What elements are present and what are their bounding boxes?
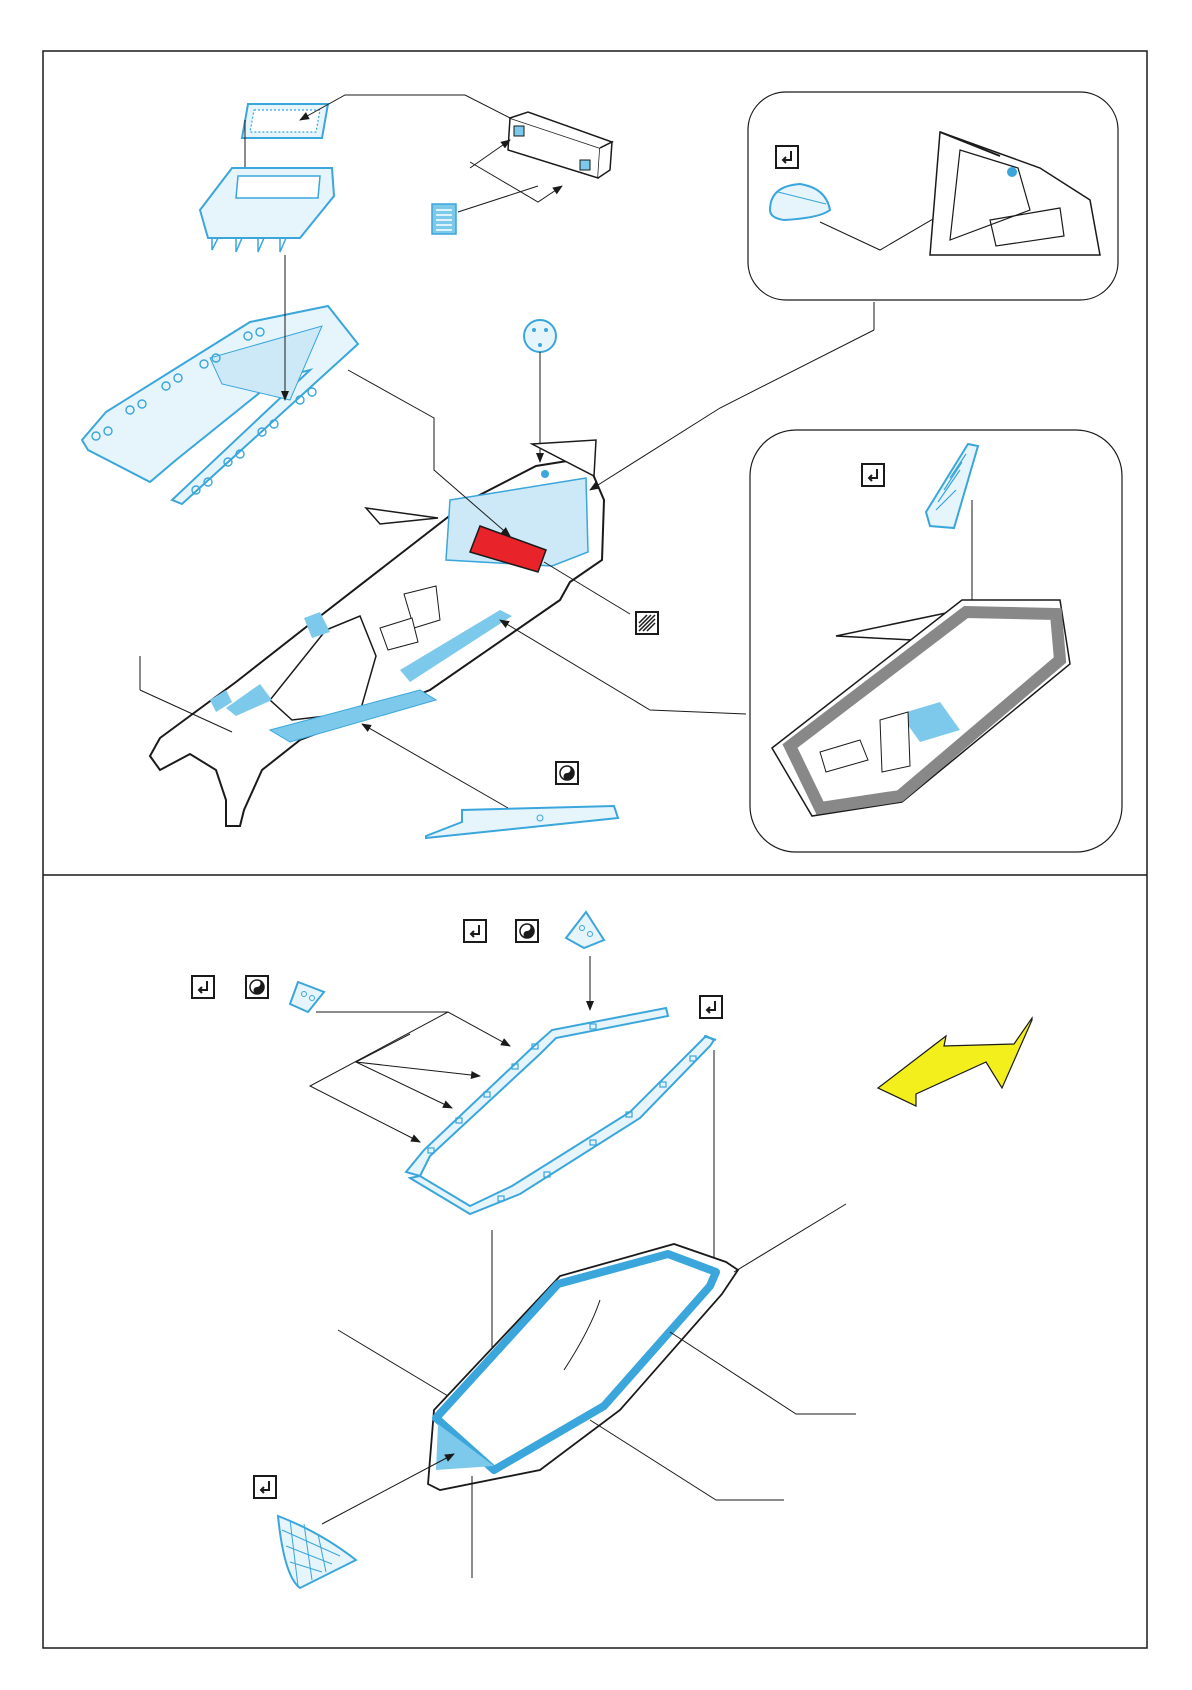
etched-floor-plate — [82, 306, 358, 504]
etched-bracket-part — [566, 912, 604, 948]
vent-grille-part — [432, 204, 456, 234]
leader-line — [322, 1454, 454, 1524]
canopy-sill — [428, 1244, 738, 1490]
bend-symbol-icon — [700, 996, 722, 1018]
etched-hood-part — [200, 168, 334, 252]
leader-line — [590, 1420, 784, 1500]
cockpit-ladder-inset — [750, 430, 1122, 852]
leader-line — [356, 1062, 452, 1108]
leader-line — [470, 162, 562, 202]
fold-symbol-icon — [556, 762, 578, 784]
bend-symbol-icon — [862, 464, 884, 486]
leader-line — [316, 1012, 510, 1046]
canopy-sight-inset — [748, 92, 1118, 300]
leader-line — [300, 95, 510, 120]
leader-line — [670, 1332, 856, 1414]
etched-bracket-part — [290, 982, 324, 1012]
leader-line — [734, 1204, 846, 1272]
bend-symbol-icon — [192, 976, 214, 998]
etched-side-strip — [426, 806, 618, 838]
fold-symbol-icon — [516, 920, 538, 942]
paint-symbol-icon — [636, 612, 658, 634]
yellow-direction-arrow — [878, 1018, 1032, 1106]
etched-frame-part — [242, 104, 328, 138]
leader-line — [362, 724, 508, 808]
fold-symbol-icon — [246, 976, 268, 998]
leader-line — [356, 1034, 480, 1076]
top-panel — [82, 92, 1122, 852]
bend-symbol-icon — [464, 920, 486, 942]
bottom-panel — [192, 912, 1032, 1588]
etched-disc-part — [524, 320, 556, 352]
leader-line — [310, 1012, 448, 1142]
leader-line — [458, 186, 538, 212]
leader-line — [338, 1330, 448, 1396]
leader-line — [500, 620, 746, 714]
etched-canopy-frame — [406, 1008, 716, 1214]
bend-symbol-icon — [254, 1476, 276, 1498]
box-part — [508, 112, 612, 178]
leader-line — [470, 140, 510, 168]
cockpit-tub — [150, 440, 604, 826]
bend-symbol-icon — [776, 146, 798, 168]
etched-mesh-part — [278, 1516, 356, 1588]
